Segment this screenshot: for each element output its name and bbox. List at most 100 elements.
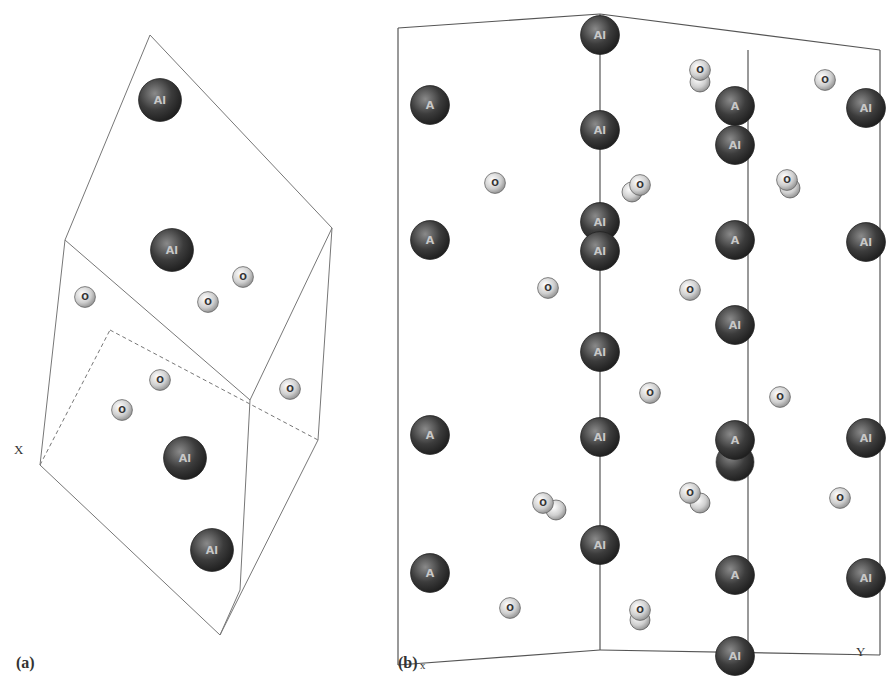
atom-circle <box>847 89 886 128</box>
aluminium-atom: Al <box>846 88 886 128</box>
atom-circle <box>716 87 755 126</box>
atom-symbol: O <box>776 393 784 402</box>
atom-symbol: O <box>204 298 212 307</box>
atom-circle <box>716 306 755 345</box>
axis-label: x <box>420 660 426 671</box>
atom-symbol: Al <box>594 347 606 358</box>
atom-symbol: Al <box>860 237 872 248</box>
atom-circle <box>630 175 651 196</box>
atom-symbol: O <box>636 181 644 190</box>
atom-symbol: Al <box>594 217 606 228</box>
atom-circle <box>581 232 620 271</box>
aluminium-atom: Al <box>846 418 886 458</box>
oxygen-atom: O <box>769 386 791 408</box>
atom-symbol: O <box>544 284 552 293</box>
atom-circle <box>533 493 554 514</box>
atom-circle <box>112 400 133 421</box>
oxygen-atom: O <box>629 599 651 621</box>
atom-circle <box>139 79 182 122</box>
axis-label: X <box>14 443 23 456</box>
atom-symbol: O <box>81 293 89 302</box>
atom-circle <box>716 637 755 676</box>
atom-circle <box>680 483 701 504</box>
atom-symbol: A <box>731 435 740 446</box>
aluminium-atom: Al <box>580 231 620 271</box>
atom-circle <box>411 221 450 260</box>
atom-circle <box>770 387 791 408</box>
aluminium-atom: A <box>410 85 450 125</box>
atom-circle <box>411 554 450 593</box>
aluminium-atom: A <box>410 220 450 260</box>
aluminium-atom: Al <box>150 228 194 272</box>
atom-symbol: Al <box>729 320 741 331</box>
oxygen-atom: O <box>629 174 651 196</box>
aluminium-atom: Al <box>846 222 886 262</box>
atom-symbol: O <box>646 389 654 398</box>
oxygen-atom: O <box>532 492 554 514</box>
atom-circle <box>191 529 234 572</box>
oxygen-atom: O <box>149 369 171 391</box>
atom-symbol: Al <box>154 95 166 106</box>
atom-circle <box>411 416 450 455</box>
atom-circle <box>280 379 301 400</box>
atom-circle <box>485 173 506 194</box>
aluminium-atom: Al <box>138 78 182 122</box>
atom-circle <box>847 419 886 458</box>
oxygen-atom: O <box>679 482 701 504</box>
atom-circle <box>538 278 559 299</box>
atom-circle <box>690 60 711 81</box>
atom-symbol: Al <box>206 545 218 556</box>
aluminium-atom: Al <box>580 417 620 457</box>
atom-circle <box>847 559 886 598</box>
atom-symbol: O <box>539 499 547 508</box>
atom-symbol: O <box>506 604 514 613</box>
atom-symbol: O <box>686 489 694 498</box>
aluminium-atom: Al <box>715 636 755 676</box>
atom-symbol: A <box>426 100 435 111</box>
oxygen-atom: O <box>279 378 301 400</box>
atom-circle <box>581 526 620 565</box>
atom-symbol: O <box>636 606 644 615</box>
atom-symbol: O <box>686 286 694 295</box>
atom-symbol: O <box>491 179 499 188</box>
atom-symbol: O <box>239 273 247 282</box>
oxygen-atom: O <box>232 266 254 288</box>
oxygen-atom: O <box>776 169 798 191</box>
atom-circle <box>777 170 798 191</box>
atom-circle <box>75 287 96 308</box>
aluminium-atom: A <box>715 420 755 460</box>
oxygen-atom: O <box>197 291 219 313</box>
aluminium-atom: Al <box>580 110 620 150</box>
oxygen-atom: O <box>639 382 661 404</box>
panel-label: (a) <box>16 655 35 671</box>
oxygen-atom: O <box>499 597 521 619</box>
atom-circle <box>716 221 755 260</box>
atom-symbol: O <box>118 406 126 415</box>
aluminium-atom: Al <box>190 528 234 572</box>
atom-circle <box>581 111 620 150</box>
atom-symbol: Al <box>166 245 178 256</box>
aluminium-atom: A <box>410 553 450 593</box>
atom-symbol: Al <box>860 573 872 584</box>
atom-symbol: O <box>783 176 791 185</box>
atom-circle <box>164 437 207 480</box>
oxygen-atom: O <box>679 279 701 301</box>
aluminium-atom: A <box>715 86 755 126</box>
aluminium-atom: A <box>715 220 755 260</box>
atom-circle <box>830 488 851 509</box>
atom-symbol: A <box>731 101 740 112</box>
atom-circle <box>581 418 620 457</box>
atom-symbol: Al <box>594 125 606 136</box>
atom-symbol: Al <box>594 30 606 41</box>
atom-circle <box>630 600 651 621</box>
oxygen-atom: O <box>484 172 506 194</box>
aluminium-atom: Al <box>580 525 620 565</box>
aluminium-atom: Al <box>715 125 755 165</box>
atom-circle <box>680 280 701 301</box>
atom-symbol: O <box>156 376 164 385</box>
atom-symbol: Al <box>594 432 606 443</box>
atom-circle <box>815 70 836 91</box>
axis-label: Y <box>856 645 865 658</box>
oxygen-atom: O <box>689 59 711 81</box>
oxygen-atom: O <box>111 399 133 421</box>
